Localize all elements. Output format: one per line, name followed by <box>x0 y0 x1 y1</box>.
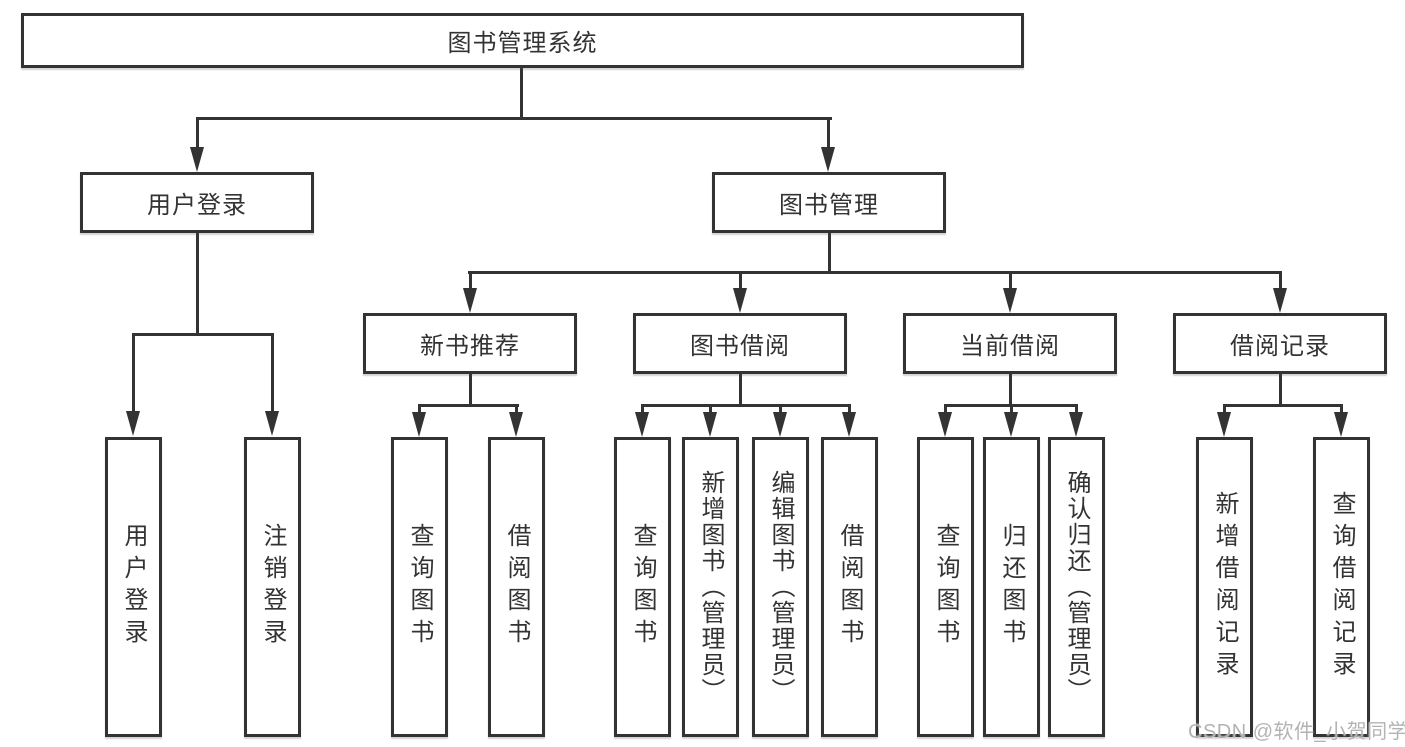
connector-stem-return-book <box>1010 406 1013 413</box>
arrowhead-add-book <box>703 412 717 437</box>
connector-newbookrec-vertical <box>469 373 472 406</box>
arrowhead-borrow-books-recommend <box>509 412 523 437</box>
node-book-management: 图书管理 <box>712 172 946 233</box>
arrowhead-current-borrowing <box>1003 288 1017 313</box>
connector-root-vertical <box>520 67 523 119</box>
leaf-borrow-books-borrowing-label: 借阅图书 <box>836 523 863 651</box>
leaf-borrow-books-recommend-label: 借阅图书 <box>503 523 530 651</box>
connector-userlogin-horizontal <box>132 333 274 336</box>
connector-bookmgmt-vertical <box>828 232 831 273</box>
connector-newbookrec-horizontal <box>418 404 519 407</box>
arrowhead-book-management <box>821 147 835 172</box>
connector-currentborrow-horizontal <box>944 404 1078 407</box>
node-library-management-system: 图书管理系统 <box>21 13 1024 68</box>
leaf-user-login-label: 用户登录 <box>120 523 147 651</box>
leaf-logout-login-label: 注销登录 <box>259 523 286 651</box>
leaf-query-books-current: 查询图书 <box>917 437 974 737</box>
connector-stem-current-borrowing <box>1009 273 1012 289</box>
connector-stem-borrow-books-borrowing <box>848 406 851 413</box>
leaf-query-borrow-record-label: 查询借阅记录 <box>1328 491 1355 683</box>
arrowhead-return-book <box>1004 412 1018 437</box>
node-new-book-recommendation: 新书推荐 <box>363 313 577 374</box>
arrowhead-new-book-rec <box>463 288 477 313</box>
connector-stem-new-book-rec <box>469 273 472 289</box>
connector-stem-query-books-borrowing <box>641 406 644 413</box>
arrowhead-query-books-recommend <box>412 412 426 437</box>
leaf-edit-book-admin: 编辑图书（管理员） <box>752 437 809 737</box>
node-user-login: 用户登录 <box>80 172 314 233</box>
leaf-confirm-return-admin: 确认归还（管理员） <box>1048 437 1105 737</box>
leaf-add-book-admin: 新增图书（管理员） <box>682 437 739 737</box>
csdn-watermark: CSDN @软件_小贺同学 <box>1188 721 1405 743</box>
connector-stem-edit-book <box>779 406 782 413</box>
connector-bookborrow-horizontal <box>641 404 851 407</box>
connector-bookmgmt-horizontal <box>468 271 1282 274</box>
connector-stem-query-borrow-record <box>1340 406 1343 413</box>
connector-stem-book-borrowing <box>739 273 742 289</box>
connector-stem-book-management <box>827 119 830 148</box>
connector-stem-borrow-books-recommend <box>515 406 518 413</box>
connector-root-horizontal <box>196 117 832 120</box>
leaf-add-book-admin-label: 新增图书（管理员） <box>697 470 724 704</box>
connector-stem-add-book <box>709 406 712 413</box>
arrowhead-add-borrow-record <box>1217 412 1231 437</box>
arrowhead-borrow-books-borrowing <box>842 412 856 437</box>
leaf-borrow-books-recommend: 借阅图书 <box>488 437 545 737</box>
connector-userlogin-vertical <box>196 232 199 335</box>
leaf-user-login: 用户登录 <box>105 437 162 737</box>
node-borrowing-records: 借阅记录 <box>1173 313 1387 374</box>
leaf-query-books-borrowing: 查询图书 <box>614 437 671 737</box>
arrowhead-query-books-current <box>938 412 952 437</box>
leaf-add-borrow-record: 新增借阅记录 <box>1196 437 1253 737</box>
leaf-query-books-recommend-label: 查询图书 <box>406 523 433 651</box>
connector-stem-leaf-user-login <box>132 335 135 411</box>
node-current-borrowing: 当前借阅 <box>903 313 1117 374</box>
leaf-query-books-current-label: 查询图书 <box>932 523 959 651</box>
leaf-borrow-books-borrowing: 借阅图书 <box>821 437 878 737</box>
leaf-query-books-borrowing-label: 查询图书 <box>629 523 656 651</box>
arrowhead-query-borrow-record <box>1334 412 1348 437</box>
connector-borrowrecords-horizontal <box>1223 404 1343 407</box>
connector-stem-query-books-recommend <box>418 406 421 413</box>
connector-stem-add-borrow-record <box>1223 406 1226 413</box>
arrowhead-query-books-borrowing <box>635 412 649 437</box>
connector-stem-query-books-current <box>944 406 947 413</box>
leaf-edit-book-admin-label: 编辑图书（管理员） <box>767 470 794 704</box>
arrowhead-confirm-return <box>1069 412 1083 437</box>
connector-borrowrecords-vertical <box>1279 373 1282 406</box>
arrowhead-leaf-logout <box>265 411 279 436</box>
node-book-borrowing: 图书借阅 <box>633 313 847 374</box>
leaf-return-book-label: 归还图书 <box>998 523 1025 651</box>
connector-stem-confirm-return <box>1075 406 1078 413</box>
connector-bookborrow-vertical <box>739 373 742 406</box>
leaf-logout-login: 注销登录 <box>244 437 301 737</box>
leaf-return-book: 归还图书 <box>983 437 1040 737</box>
leaf-confirm-return-admin-label: 确认归还（管理员） <box>1063 470 1090 704</box>
arrowhead-user-login <box>190 147 204 172</box>
leaf-query-borrow-record: 查询借阅记录 <box>1313 437 1370 737</box>
arrowhead-leaf-user-login <box>126 411 140 436</box>
arrowhead-edit-book <box>773 412 787 437</box>
arrowhead-book-borrowing <box>733 288 747 313</box>
arrowhead-borrowing-records <box>1273 288 1287 313</box>
connector-stem-user-login <box>196 119 199 148</box>
leaf-add-borrow-record-label: 新增借阅记录 <box>1211 491 1238 683</box>
connector-currentborrow-vertical <box>1009 373 1012 406</box>
connector-stem-leaf-logout <box>271 335 274 411</box>
connector-stem-borrowing-records <box>1279 273 1282 289</box>
leaf-query-books-recommend: 查询图书 <box>391 437 448 737</box>
